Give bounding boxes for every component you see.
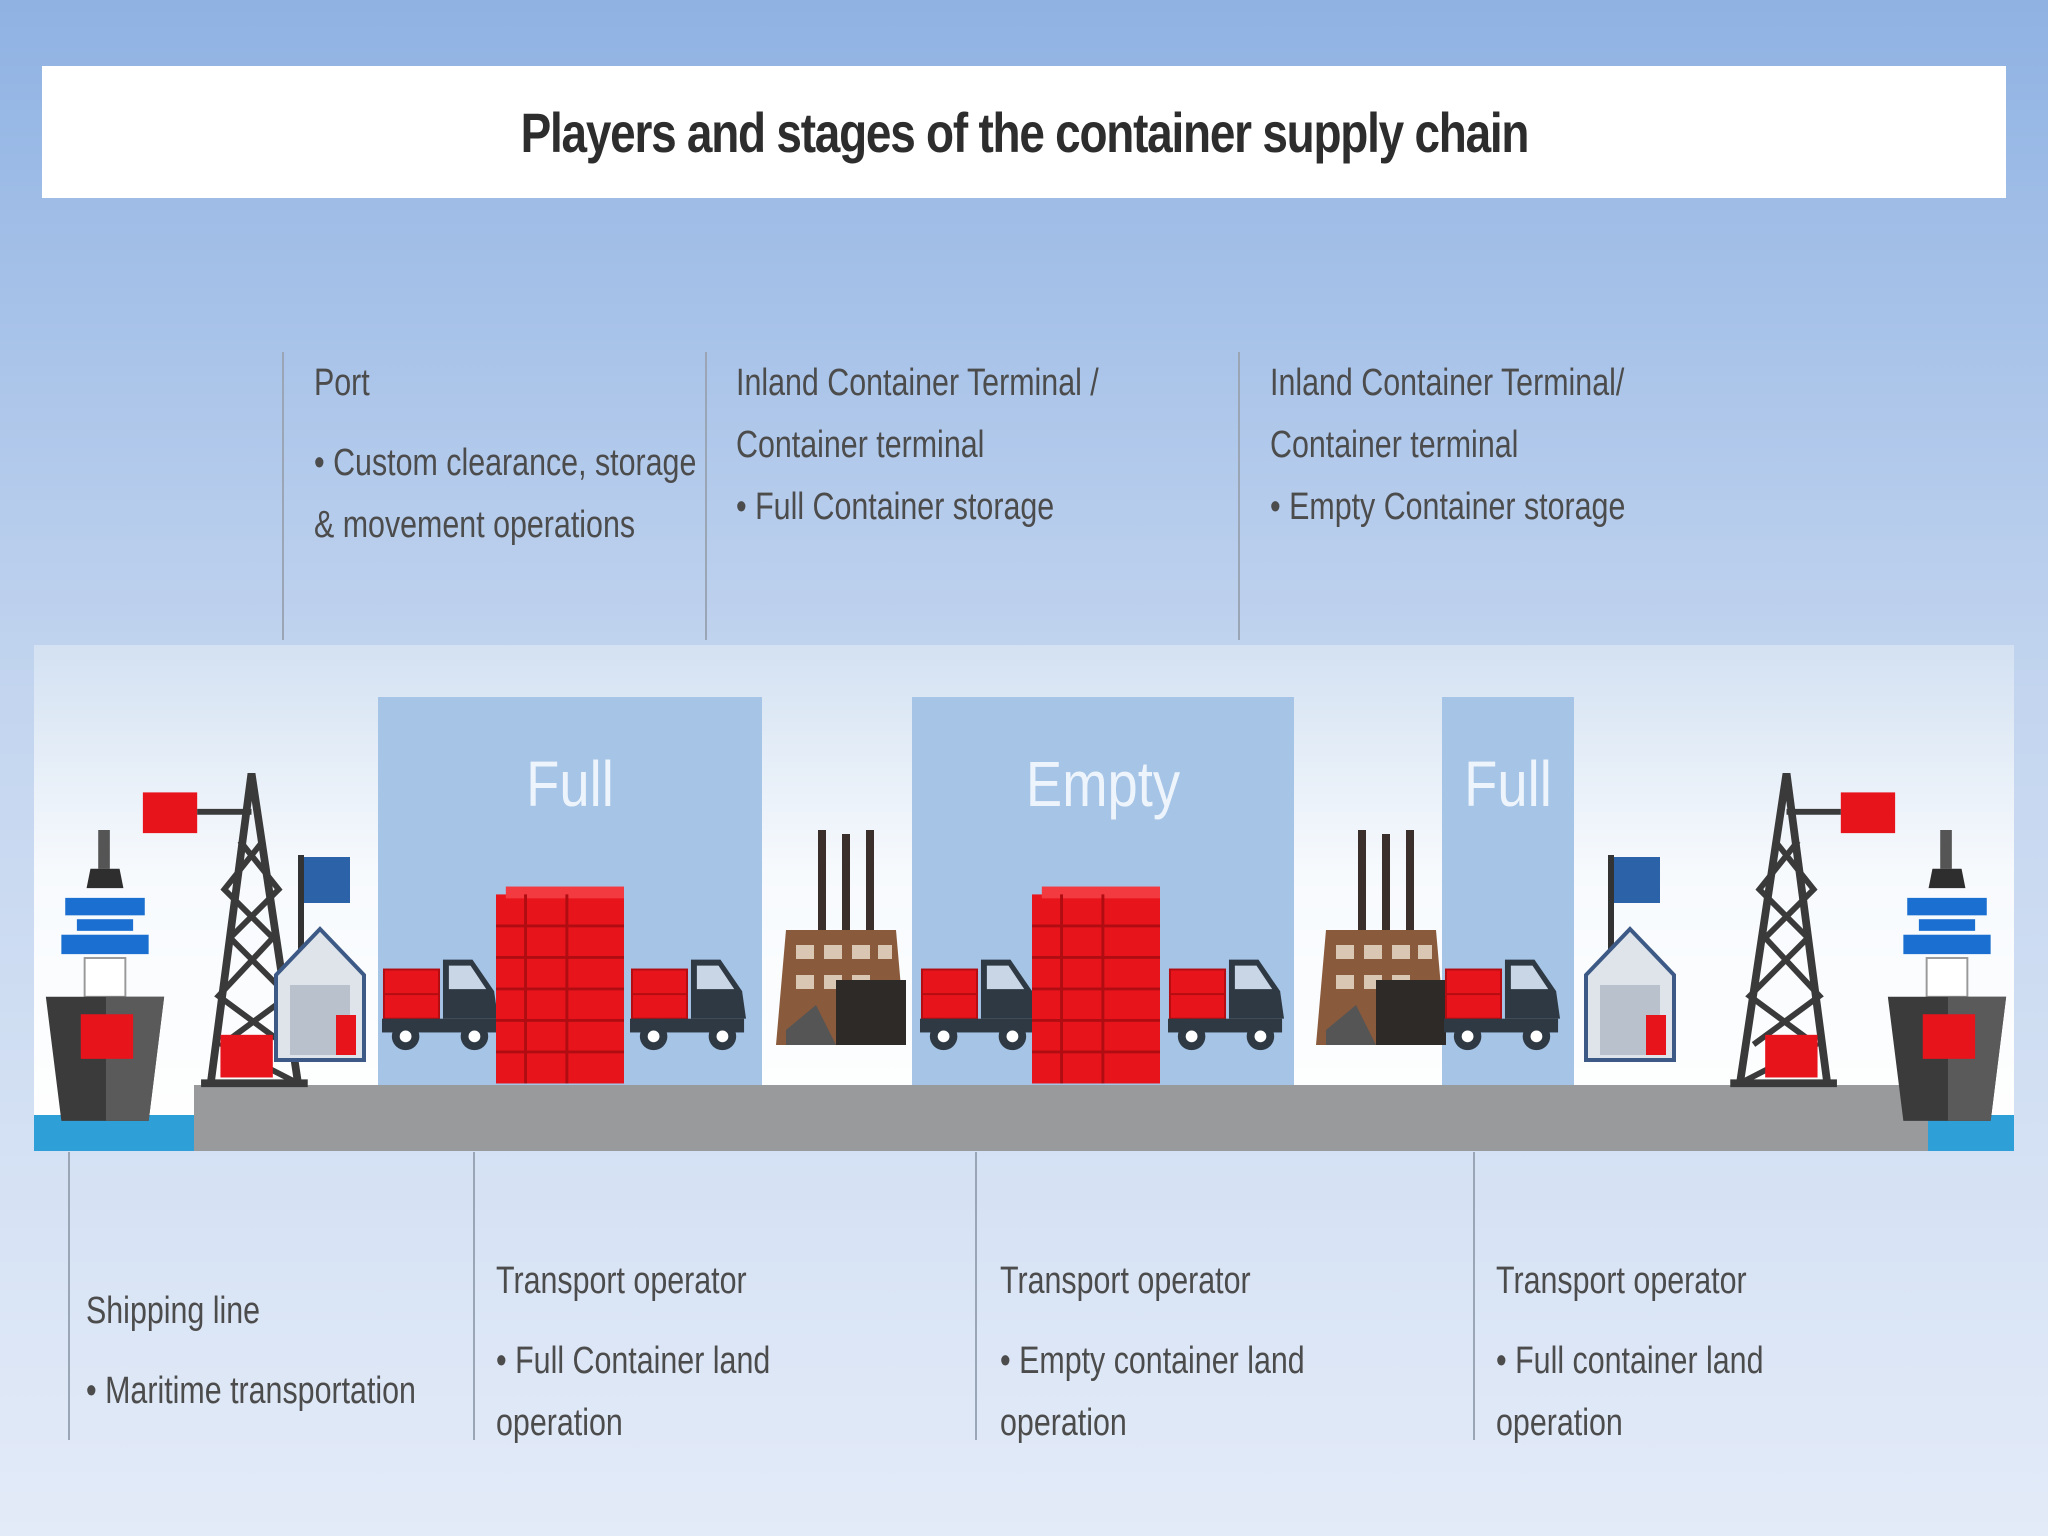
truck-icon — [382, 945, 500, 1055]
label-heading-cont: Container terminal — [736, 424, 985, 466]
label-heading: Transport operator — [496, 1260, 747, 1302]
label-bullet-cont: operation — [496, 1402, 623, 1444]
label-inland-terminal-full: Inland Container Terminal / Container te… — [736, 352, 1099, 538]
label-bullet-cont: operation — [1000, 1402, 1127, 1444]
label-heading-cont: Container terminal — [1270, 424, 1519, 466]
supply-chain-scene: Full Empty Full — [34, 645, 2014, 1151]
label-heading: Transport operator — [1496, 1260, 1747, 1302]
title-banner: Players and stages of the container supp… — [42, 66, 2006, 198]
factory-icon — [776, 830, 906, 1060]
label-bullet-cont: operation — [1496, 1402, 1623, 1444]
container-stack-icon — [496, 885, 624, 1085]
label-bullet: • Full Container storage — [736, 486, 1055, 528]
label-bullet: • Maritime transportation — [86, 1370, 416, 1412]
label-transport-operator-empty: Transport operator • Empty container lan… — [1000, 1250, 1305, 1454]
label-heading: Transport operator — [1000, 1260, 1251, 1302]
customs-house-icon — [270, 845, 370, 1075]
label-bullet: • Empty Container storage — [1270, 486, 1626, 528]
crane-icon — [1708, 773, 1898, 1093]
label-inland-terminal-empty: Inland Container Terminal/ Container ter… — [1270, 352, 1625, 538]
label-bullet: • Full Container land — [496, 1340, 771, 1382]
zone-label: Empty — [1025, 748, 1181, 820]
label-bullet-cont: & movement operations — [314, 504, 636, 546]
truck-icon — [920, 945, 1038, 1055]
water-right — [1928, 1115, 2014, 1151]
label-bullet: • Empty container land — [1000, 1340, 1305, 1382]
factory-icon — [1316, 830, 1446, 1060]
container-stack-icon — [1032, 885, 1160, 1085]
connector-line — [705, 352, 707, 640]
label-heading: Inland Container Terminal/ — [1270, 362, 1625, 404]
label-heading: Port — [314, 362, 370, 404]
connector-line — [473, 1152, 475, 1440]
truck-icon — [1168, 945, 1286, 1055]
truck-icon — [630, 945, 748, 1055]
label-shipping-line: Shipping line • Maritime transportation — [86, 1280, 416, 1422]
truck-icon — [1444, 945, 1562, 1055]
connector-line — [282, 352, 284, 640]
zone-label: Full — [526, 748, 614, 820]
connector-line — [68, 1152, 70, 1440]
label-heading: Inland Container Terminal / — [736, 362, 1099, 404]
label-bullet: • Full container land — [1496, 1340, 1764, 1382]
zone-label: Full — [1464, 748, 1552, 820]
water-left — [34, 1115, 194, 1151]
customs-house-icon — [1580, 845, 1680, 1075]
connector-line — [1473, 1152, 1475, 1440]
connector-line — [975, 1152, 977, 1440]
label-transport-operator-full: Transport operator • Full Container land… — [496, 1250, 770, 1454]
label-transport-operator-full-2: Transport operator • Full container land… — [1496, 1250, 1764, 1454]
label-heading: Shipping line — [86, 1290, 261, 1332]
connector-line — [1238, 352, 1240, 640]
label-bullet: • Custom clearance, storage — [314, 442, 697, 484]
ship-icon — [1882, 830, 2012, 1150]
road — [194, 1085, 1928, 1151]
label-port: Port • Custom clearance, storage & movem… — [314, 352, 696, 556]
diagram-title: Players and stages of the container supp… — [520, 100, 1529, 164]
